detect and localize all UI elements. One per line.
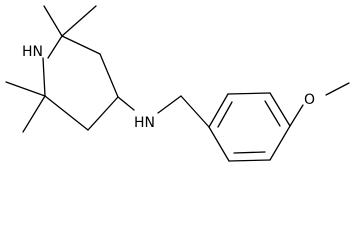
bond: [269, 125, 291, 161]
structure-diagram: HN HN O: [5, 5, 350, 162]
bond: [227, 92, 271, 95]
bond: [264, 100, 281, 127]
bond: [5, 81, 46, 97]
amine-nitrogen-label: HN: [134, 115, 155, 131]
bond: [99, 53, 119, 98]
bond: [233, 151, 266, 154]
bond: [117, 96, 135, 111]
molecule-drawing: HN HN O: [5, 5, 350, 162]
ring-nitrogen-label: HN: [22, 44, 43, 60]
bond: [325, 82, 350, 96]
bond: [47, 35, 63, 59]
bond: [22, 95, 46, 133]
bond: [87, 96, 119, 131]
bond: [61, 35, 101, 55]
bond: [289, 104, 304, 127]
bond: [208, 126, 230, 162]
bond: [228, 159, 271, 162]
bond: [269, 92, 291, 127]
bond: [208, 93, 229, 128]
methoxy-oxygen-label: O: [304, 92, 315, 108]
bond: [42, 57, 46, 97]
bond: [157, 95, 182, 114]
bond: [61, 5, 97, 37]
bond: [43, 5, 63, 37]
bond: [217, 101, 233, 128]
bond: [180, 95, 210, 128]
bond: [44, 95, 89, 131]
